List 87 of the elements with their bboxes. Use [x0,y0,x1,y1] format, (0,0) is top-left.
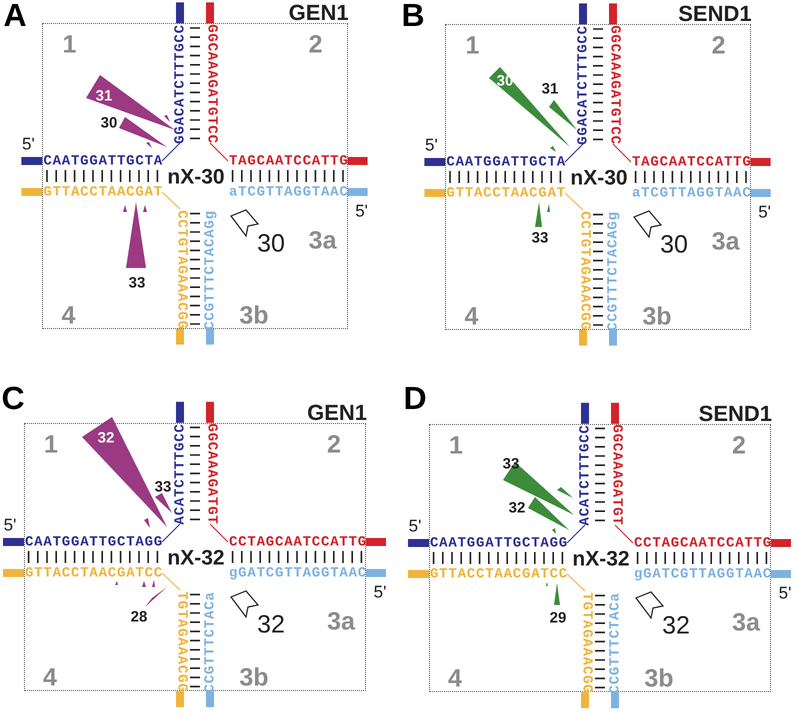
position-number: 30 [660,232,688,258]
dna-sequence: CAATGGATTGCTA [446,155,566,170]
arm-number: 3a [308,228,336,254]
cleavage-site-number: 30 [100,115,118,130]
arm-number: 1 [465,34,480,59]
cleavage-site-number: 33 [128,275,146,290]
junction-name: nX-32 [572,548,630,570]
cleavage-site-number: 31 [542,81,558,96]
position-number: 30 [257,231,285,256]
five-prime-label: 5' [758,203,771,220]
dna-sequence: CCTAGCAATCCATTG [634,536,772,552]
panel-letter: D [403,382,427,414]
arm-number: 3a [732,610,760,636]
dna-sequence: CCGTTTCTACa [608,592,624,694]
junction-name: nX-32 [167,547,225,568]
arm-number: 2 [712,34,726,59]
arm-number: 4 [464,304,478,330]
dna-sequence: CCGTTTCTACAGg [203,210,218,330]
dna-sequence: GTTACCTAACGATCC [24,566,164,582]
panel-letter: C [1,382,25,414]
dna-sequence: GTTACCTAACGATCC [430,567,568,582]
junction-name: nX-30 [167,166,225,188]
arm-number: 1 [62,32,76,58]
arm-number: 3b [644,666,674,692]
position-number: 32 [662,613,690,638]
five-prime-label: 5' [355,202,368,220]
dna-sequence: GGCAAAGATGTCC [606,25,622,145]
arm-number: 3b [239,303,269,328]
arm-number: 4 [43,666,57,691]
arm-number: 4 [448,666,462,692]
arm-number: 2 [327,432,341,458]
panel-letter: B [401,0,425,31]
enzyme-name: SEND1 [698,402,772,425]
dna-sequence: TGTAGAAACGG [578,592,594,694]
dna-sequence: GGCAAAGATGTCC [203,24,218,144]
dna-sequence: GGACATCTTTGCC [173,24,188,144]
dna-sequence: GGCAAAGATGT [204,424,218,525]
five-prime-label: 5' [4,516,16,534]
dna-sequence: CAATGGATTGCTA [43,154,163,170]
arm-number: 3a [712,229,740,254]
arm-number: 3a [327,609,355,634]
dna-sequence: gGATCGTTAGGTAAC [634,567,772,582]
dna-sequence: aTCGTTAGGTAAC [228,185,349,200]
dna-sequence: CAATGGATTGCTAGG [24,535,164,550]
five-prime-label: 5' [374,583,386,600]
dna-sequence: TGTAGAAACGG [174,590,188,692]
arm-number: 4 [61,303,76,328]
arm-number: 3b [642,304,672,330]
dna-sequence: GGCAAAGATGT [608,424,624,526]
dna-sequence: CAATGGATTGCTAGG [430,536,568,552]
dna-sequence: gGATCGTTAGGTAAC [228,566,368,582]
arm-number: 3b [239,666,269,691]
arm-number: 1 [44,432,58,458]
dna-sequence: aTCGTTAGGTAAC [632,186,752,202]
cleavage-site-number: 32 [98,430,114,446]
cleavage-site-number: 33 [532,230,548,246]
enzyme-name: GEN1 [288,2,349,24]
arm-number: 2 [732,433,746,458]
cleavage-site-number: 33 [502,456,520,472]
dna-sequence: ACATCTTTGCC [578,424,594,526]
five-prime-label: 5' [425,136,438,154]
enzyme-name: GEN1 [307,402,367,424]
arm-number: 2 [308,32,323,58]
cleavage-site-number: 33 [154,479,172,494]
enzyme-name: SEND1 [678,3,752,26]
dna-sequence: CCTGTAGAAACGG [173,210,188,330]
dna-sequence: ACATCTTTGCC [174,424,188,525]
cleavage-site-number: 28 [130,609,148,624]
cleavage-site-number: 29 [550,610,566,626]
dna-sequence: CCGTTTCTACAGg [606,210,622,331]
dna-sequence: GTTACCTAACGAT [43,185,163,200]
position-number: 32 [257,612,285,638]
dna-sequence: CCGTTTCTACa [204,590,218,692]
junction-name: nX-30 [570,167,628,188]
dna-sequence: GGACATCTTTGCC [576,25,592,145]
cleavage-site-number: 32 [508,500,526,516]
five-prime-label: 5' [778,584,792,602]
five-prime-label: 5' [408,517,422,534]
five-prime-label: 5' [22,135,35,152]
panel-letter: A [3,0,27,31]
dna-sequence: CCTAGCAATCCATTG [228,535,368,550]
arm-number: 1 [449,433,463,458]
cleavage-site-number: 31 [96,88,112,104]
dna-sequence: TAGCAATCCATTG [228,154,349,170]
dna-sequence: CCTGTAGAAACGG [576,210,592,331]
dna-sequence: TAGCAATCCATTG [632,155,752,170]
dna-sequence: GTTACCTAACGAT [446,186,566,202]
